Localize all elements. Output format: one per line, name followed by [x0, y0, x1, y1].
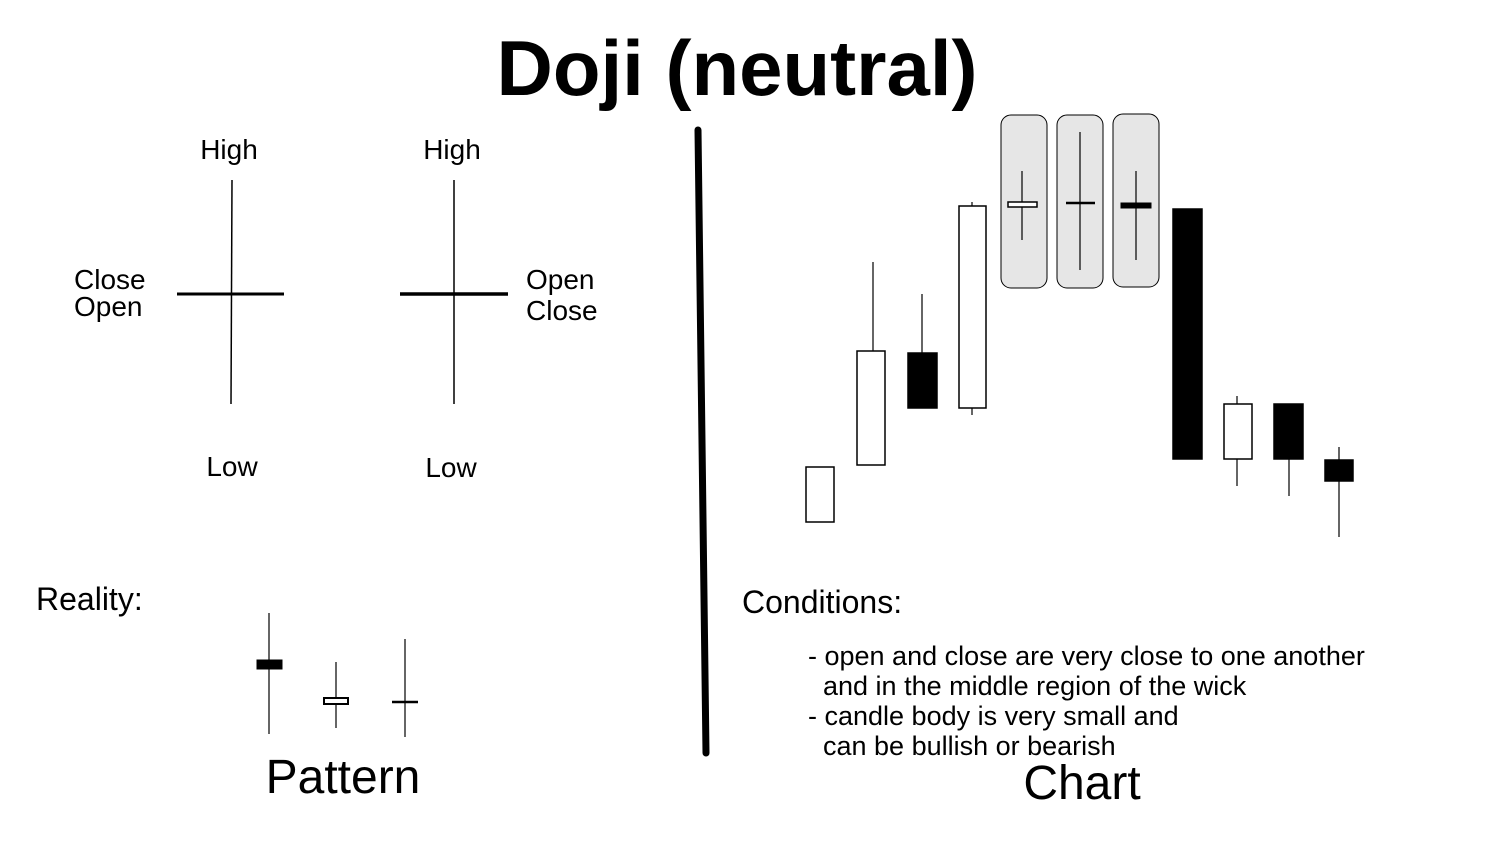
condition-line: - open and close are very close to one a…: [808, 641, 1365, 671]
condition-line: - candle body is very small and: [808, 701, 1179, 731]
chart-candle-9: [1223, 396, 1253, 486]
chart-candle-3: [907, 294, 938, 409]
conditions-list: - open and close are very close to one a…: [808, 641, 1365, 761]
center-divider: [694, 126, 710, 757]
pattern-caption: Pattern: [266, 751, 421, 804]
chart-candle-4: [958, 202, 987, 415]
doji-diagram-left: High Close Open Low: [74, 134, 284, 482]
low-label-left: Low: [206, 451, 258, 482]
chart-candle-2: [856, 262, 886, 466]
candlestick-chart: [805, 113, 1354, 537]
doji-diagram-right: High Open Close Low: [400, 134, 598, 483]
open-label-left: Open: [74, 291, 143, 322]
chart-doji-3: [1120, 171, 1152, 260]
chart-candle-10: [1273, 403, 1304, 496]
reality-candle-bullish: [323, 662, 349, 728]
chart-candle-8: [1172, 208, 1203, 460]
wick-left: [230, 179, 233, 405]
chart-doji-2: [1066, 132, 1095, 270]
chart-caption: Chart: [1023, 757, 1140, 810]
chart-candle-11: [1324, 447, 1354, 537]
high-label-right: High: [423, 134, 481, 165]
close-label-right: Close: [526, 295, 598, 326]
conditions-heading: Conditions:: [742, 584, 902, 620]
chart-doji-1: [1007, 171, 1038, 240]
reality-candle-flat: [392, 639, 418, 737]
reality-candles: [256, 613, 418, 737]
chart-candle-1: [805, 466, 835, 523]
condition-line: and in the middle region of the wick: [808, 671, 1247, 701]
reality-label: Reality:: [36, 581, 143, 617]
condition-line: can be bullish or bearish: [808, 731, 1116, 761]
high-label-left: High: [200, 134, 258, 165]
close-label-left: Close: [74, 264, 146, 295]
page-title: Doji (neutral): [497, 24, 978, 112]
reality-candle-bearish: [256, 613, 283, 734]
open-label-right: Open: [526, 264, 595, 295]
low-label-right: Low: [425, 452, 477, 483]
